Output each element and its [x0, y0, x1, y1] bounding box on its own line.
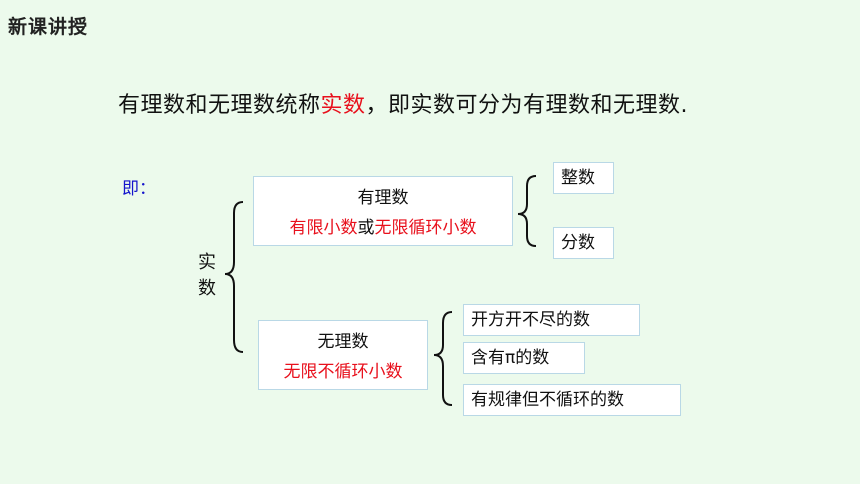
- irrational-description: 无限不循环小数: [283, 362, 403, 382]
- irrational-box: 无理数 无限不循环小数: [258, 320, 428, 390]
- ji-label: 即：: [122, 179, 156, 199]
- rational-description: 有限小数或无限循环小数: [254, 213, 512, 243]
- rational-child-integer: 整数: [553, 162, 614, 194]
- irrational-child-roots: 开方开不尽的数: [463, 304, 640, 336]
- irrational-child-pattern: 有规律但不循环的数: [463, 384, 681, 416]
- irrational-child-pi: 含有π的数: [463, 342, 585, 374]
- root-brace: [224, 201, 244, 353]
- root-label-char2: 数: [198, 278, 216, 299]
- rational-desc-connector: 或: [357, 218, 375, 238]
- intro-text-part1: 有理数和无理数统称: [118, 93, 321, 118]
- irrational-title: 无理数: [317, 332, 369, 352]
- intro-highlight-term: 实数: [320, 93, 366, 118]
- root-label-char1: 实: [198, 252, 216, 273]
- rational-box: 有理数 有限小数或无限循环小数: [253, 176, 513, 246]
- rational-title: 有理数: [357, 188, 409, 208]
- intro-text-part2: ，即实数可分为有理数和无理数.: [365, 93, 689, 118]
- irrational-brace: [433, 311, 453, 406]
- page-header-title: 新课讲授: [8, 16, 89, 38]
- rational-desc-part1: 有限小数: [289, 218, 358, 238]
- rational-desc-part2: 无限循环小数: [374, 218, 477, 238]
- rational-child-fraction: 分数: [553, 227, 614, 259]
- root-label: 实 数: [196, 250, 218, 302]
- rational-brace: [517, 175, 537, 247]
- intro-sentence: 有理数和无理数统称实数，即实数可分为有理数和无理数.: [118, 87, 688, 119]
